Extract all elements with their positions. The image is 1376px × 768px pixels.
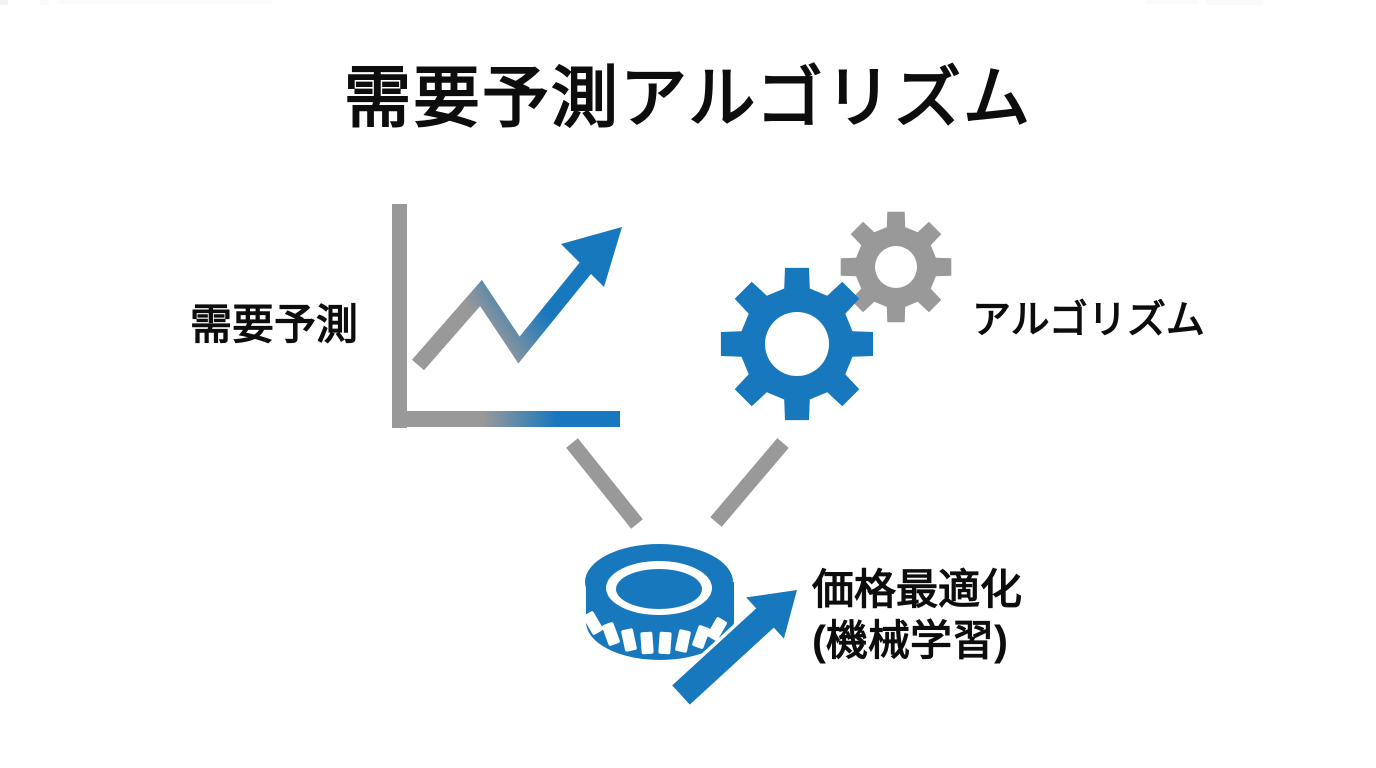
- chart-x-axis: [392, 411, 620, 427]
- label-algorithm: アルゴリズム: [972, 299, 1205, 342]
- chart-trend-line: [411, 254, 599, 371]
- label-demand-forecast: 需要予測: [189, 301, 358, 348]
- screen-edge-artifact: [40, 0, 49, 5]
- label-price-optimization-line1: 価格最適化: [812, 566, 1023, 613]
- connector-left: [566, 438, 643, 529]
- small-gear-hole: [875, 246, 917, 288]
- line-chart-growth-icon: [392, 204, 622, 428]
- coin-center: [616, 569, 702, 609]
- gears-icon: [720, 211, 952, 421]
- label-price-optimization: 価格最適化 (機械学習): [812, 564, 1022, 666]
- chart-trend-arrowhead: [561, 227, 622, 287]
- connectors: [566, 438, 789, 529]
- screen-edge-artifact: [0, 0, 8, 5]
- chart-y-axis: [392, 204, 407, 428]
- screen-edge-artifact: [57, 0, 272, 4]
- growth-arrow: [667, 585, 802, 710]
- connector-right: [710, 438, 789, 527]
- label-price-optimization-line2: (機械学習): [812, 617, 1008, 665]
- screen-edge-artifact: [1206, 0, 1263, 5]
- coin-edge-reeding: [583, 611, 727, 655]
- screen-edge-artifact: [1147, 0, 1197, 4]
- page-title: 需要予測アルゴリズム: [344, 61, 1032, 136]
- coin-growth-arrow-icon: [583, 544, 802, 710]
- large-gear-hole: [765, 312, 829, 376]
